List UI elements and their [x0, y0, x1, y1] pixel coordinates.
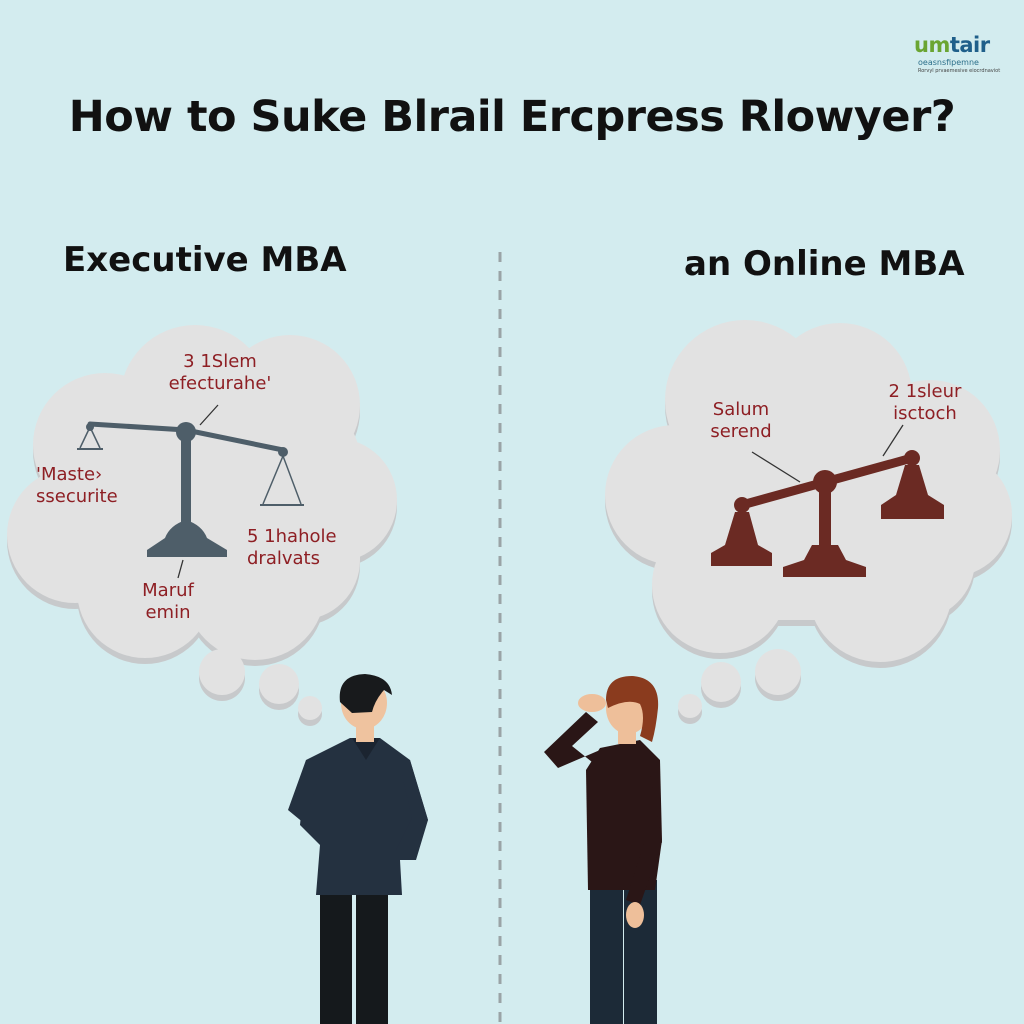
page-title: How to Suke Blrail Ercpress Rlowyer? [68, 92, 956, 142]
left-heading: Executive MBA [63, 240, 347, 280]
left-label-top: 3 1Slem efecturahe' [168, 351, 272, 394]
left-label-right: 5 1hahole dralvats [247, 526, 337, 569]
left-label-left: 'Maste› ssecurite [36, 464, 118, 507]
right-heading: an Online MBA [684, 244, 965, 284]
left-balance-scale-icon [77, 421, 304, 557]
right-thought-bubbles [678, 649, 801, 718]
left-thought-cloud [7, 325, 397, 660]
right-balance-scale-icon [711, 450, 944, 577]
logo-subline: Rorvyl prvaemesive eiocrdnaviot [918, 68, 1001, 74]
man-figure [288, 674, 428, 1024]
logo-tagline: oeasnsfipemne [918, 58, 979, 67]
woman-figure [544, 676, 662, 1024]
right-label-right: 2 1sleur isctoch [888, 381, 962, 424]
left-label-bottom: Maruf emin [142, 580, 194, 623]
brand-logo: umtair [914, 33, 990, 57]
logo-part-1: um [914, 33, 950, 57]
right-leader-lines [751, 424, 904, 483]
logo-part-2: tair [949, 33, 990, 57]
right-label-left: Salum serend [710, 399, 772, 442]
left-leader-lines [177, 404, 219, 579]
left-thought-bubbles [199, 649, 322, 720]
